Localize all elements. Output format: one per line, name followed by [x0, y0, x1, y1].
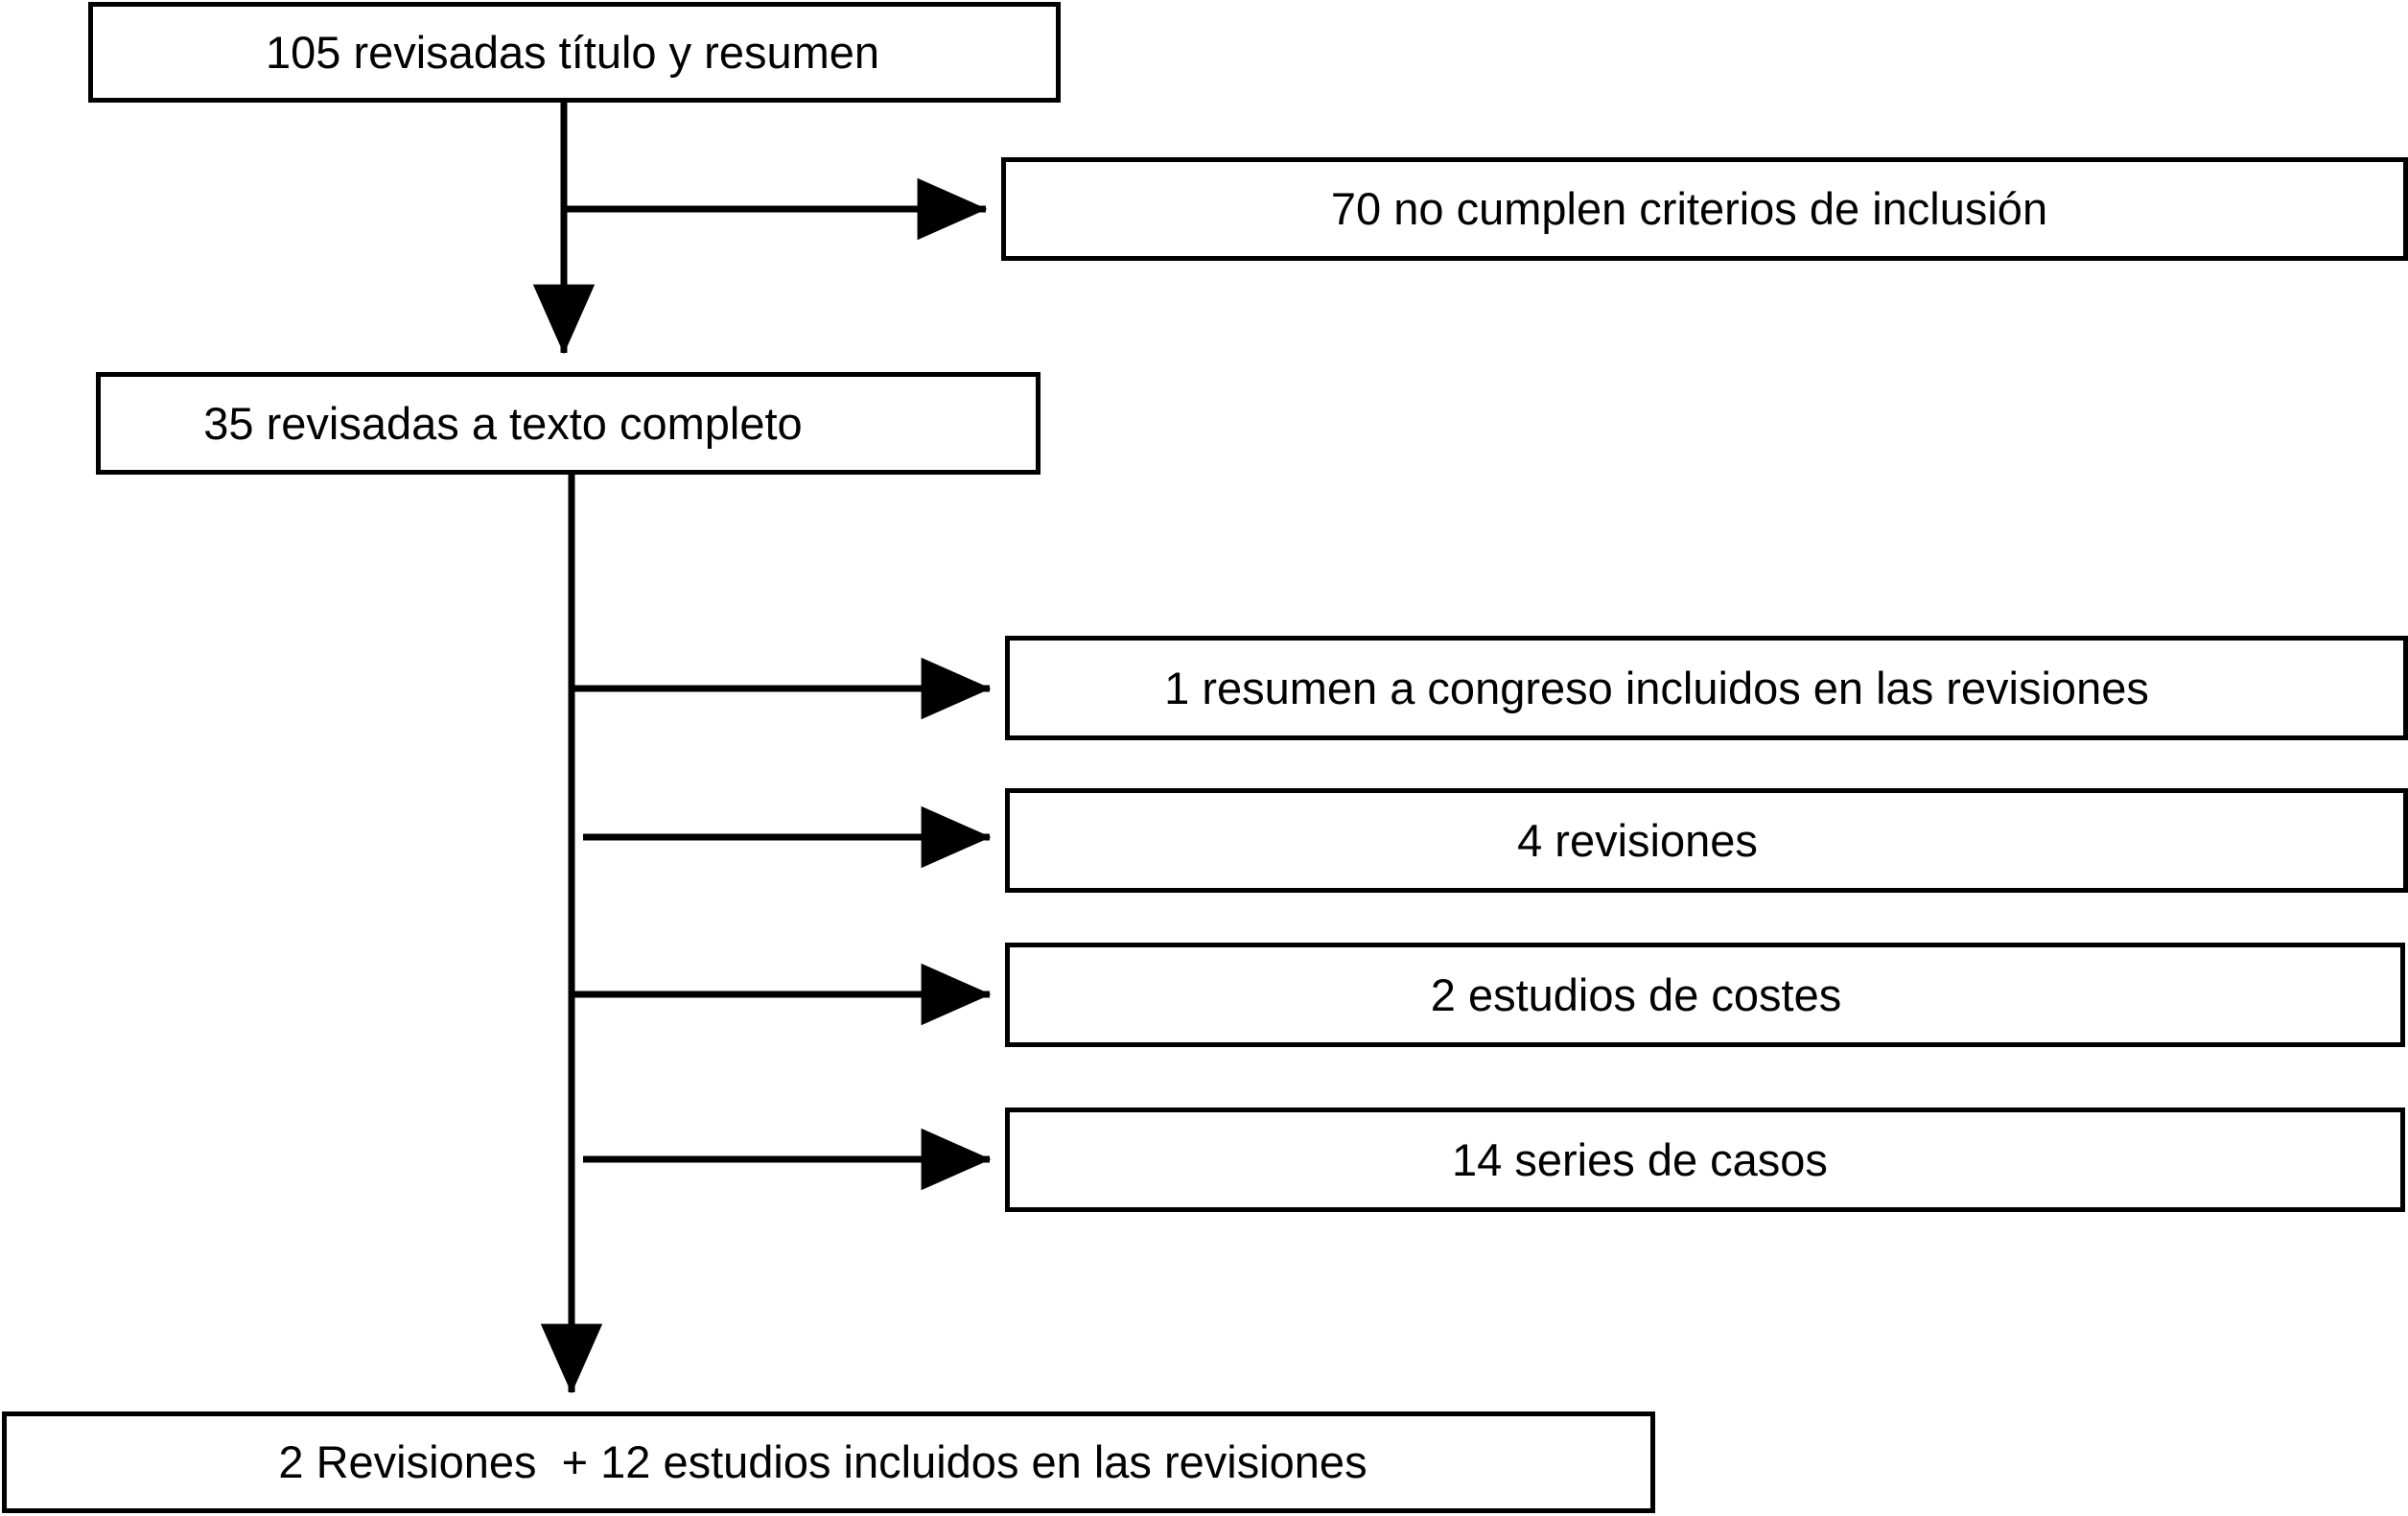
node-studies-included: 2 Revisiones + 12 estudios incluidos en … [2, 1411, 1655, 1513]
node-full-text-assessed-label: 35 revisadas a texto completo [203, 397, 803, 449]
node-excluded-reviews-label: 4 revisiones [1517, 814, 1758, 866]
node-excluded-conference-abstract-label: 1 resumen a congreso incluidos en las re… [1164, 662, 2149, 713]
node-records-screened-label: 105 revisadas título y resumen [265, 26, 880, 78]
node-excluded-case-series: 14 series de casos [1005, 1108, 2405, 1212]
node-records-excluded-label: 70 no cumplen criterios de inclusión [1330, 183, 2048, 235]
node-full-text-assessed: 35 revisadas a texto completo [96, 372, 1040, 475]
node-excluded-conference-abstract: 1 resumen a congreso incluidos en las re… [1005, 636, 2408, 740]
node-records-excluded: 70 no cumplen criterios de inclusión [1001, 157, 2408, 261]
node-records-screened: 105 revisadas título y resumen [88, 2, 1061, 103]
node-excluded-case-series-label: 14 series de casos [1452, 1133, 1828, 1185]
node-excluded-reviews: 4 revisiones [1005, 788, 2408, 893]
node-excluded-cost-studies-label: 2 estudios de costes [1430, 968, 1842, 1020]
node-studies-included-label: 2 Revisiones + 12 estudios incluidos en … [278, 1436, 1368, 1488]
node-excluded-cost-studies: 2 estudios de costes [1005, 943, 2405, 1047]
